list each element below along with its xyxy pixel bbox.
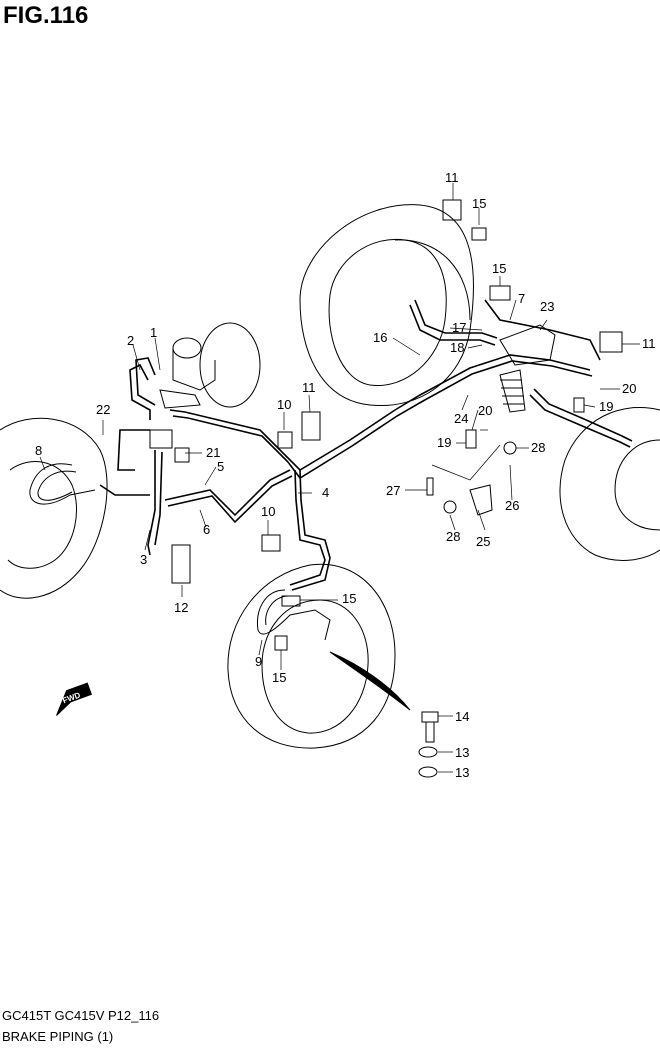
callout-15-middle: 15 (342, 591, 356, 606)
callout-19-left: 19 (437, 435, 451, 450)
callout-28-right: 28 (531, 440, 545, 455)
callout-13-lower: 13 (455, 765, 469, 780)
callout-12: 12 (174, 600, 188, 615)
callout-4: 4 (322, 485, 329, 500)
brake-lines-drawing (99, 299, 633, 591)
callout-11-right: 11 (642, 336, 656, 351)
fwd-arrow-icon: FWD (56, 682, 92, 716)
callout-3: 3 (140, 552, 147, 567)
callout-10-lower: 10 (261, 504, 275, 519)
callout-14: 14 (455, 709, 469, 724)
callout-1: 1 (150, 325, 157, 340)
callout-6: 6 (203, 522, 210, 537)
callout-19-right: 19 (599, 399, 613, 414)
callout-23: 23 (540, 299, 554, 314)
model-code: GC415T GC415V P12_116 (2, 1008, 160, 1023)
section-title: BRAKE PIPING (1) (2, 1029, 114, 1044)
callout-2: 2 (127, 333, 134, 348)
callout-18: 18 (450, 340, 464, 355)
small-parts-drawing (149, 199, 623, 778)
callout-15-top: 15 (472, 196, 486, 211)
callout-11-middle: 11 (302, 380, 316, 395)
callout-16: 16 (373, 330, 387, 345)
detail-pointer (329, 651, 411, 711)
rear-right-tire-drawing (299, 204, 474, 407)
rear-left-tire-drawing (559, 406, 660, 561)
callout-26: 26 (505, 498, 519, 513)
leader-lines (39, 183, 640, 773)
callout-15-upper: 15 (492, 261, 506, 276)
callout-10-upper: 10 (277, 397, 291, 412)
callout-7: 7 (518, 291, 525, 306)
callout-21: 21 (206, 445, 220, 460)
fwd-label: FWD (61, 690, 81, 705)
front-right-tire-drawing (227, 563, 396, 749)
callout-13-upper: 13 (455, 745, 469, 760)
callout-11-top: 11 (445, 170, 459, 185)
front-left-hose-drawing (29, 463, 96, 505)
callout-15-lower: 15 (272, 670, 286, 685)
callout-8: 8 (35, 443, 42, 458)
callout-20-left: 20 (478, 403, 492, 418)
callout-25: 25 (476, 534, 490, 549)
front-left-tire-drawing (0, 417, 108, 599)
front-right-hose-drawing (256, 589, 331, 641)
callout-numbers: 1 2 3 4 5 6 7 8 9 10 10 11 11 11 12 13 1… (35, 170, 656, 780)
figure-title: FIG.116 (3, 2, 89, 29)
callout-5: 5 (217, 459, 224, 474)
callout-27: 27 (386, 483, 400, 498)
callout-20-right: 20 (622, 381, 636, 396)
callout-24: 24 (454, 411, 468, 426)
callout-9: 9 (255, 654, 262, 669)
callout-22: 22 (96, 402, 110, 417)
callout-28-lower: 28 (446, 529, 460, 544)
master-cylinder-drawing (159, 322, 261, 409)
callout-17: 17 (452, 320, 466, 335)
rear-valve-drawing (499, 324, 556, 413)
